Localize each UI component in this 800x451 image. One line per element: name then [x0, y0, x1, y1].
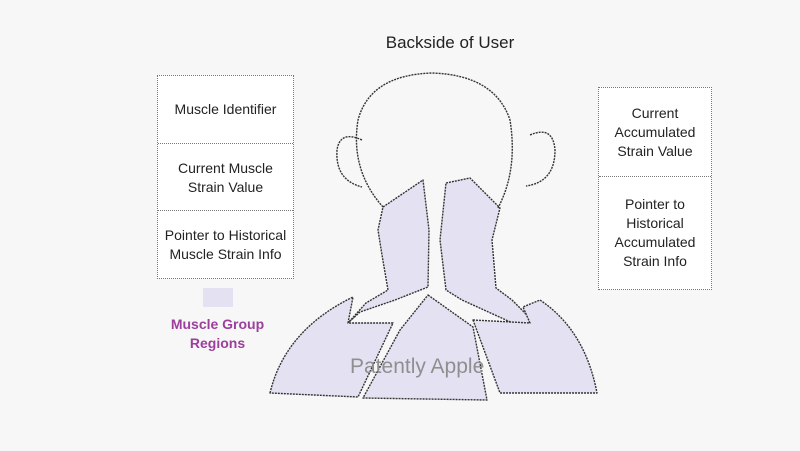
- current-accumulated-strain-field: Current Accumulated Strain Value: [614, 104, 696, 159]
- region-center-back: [362, 294, 488, 401]
- muscle-identifier-field: Muscle Identifier: [174, 101, 277, 117]
- right-ear: [525, 131, 556, 187]
- historical-accumulated-strain-pointer-field: Pointer to Historical Accumulated Strain…: [599, 176, 711, 289]
- watermark: Patently Apple: [350, 355, 485, 378]
- region-right-shoulder: [472, 299, 598, 394]
- legend-swatch: [203, 288, 233, 307]
- region-left-neck: [347, 179, 430, 324]
- left-ear: [336, 136, 363, 188]
- region-right-neck: [439, 177, 531, 331]
- muscle-record-box: Muscle Identifier Current Muscle Strain …: [157, 75, 294, 279]
- region-left-shoulder: [269, 296, 394, 398]
- historical-muscle-strain-pointer-field: Pointer to Historical Muscle Strain Info: [158, 210, 293, 278]
- current-muscle-strain-field: Current Muscle Strain Value: [158, 143, 293, 211]
- head-outline: [355, 72, 513, 209]
- accumulated-record-box: Current Accumulated Strain Value Pointer…: [598, 87, 712, 290]
- legend-label: Muscle Group Regions: [170, 316, 265, 351]
- diagram-title: Backside of User: [385, 33, 515, 52]
